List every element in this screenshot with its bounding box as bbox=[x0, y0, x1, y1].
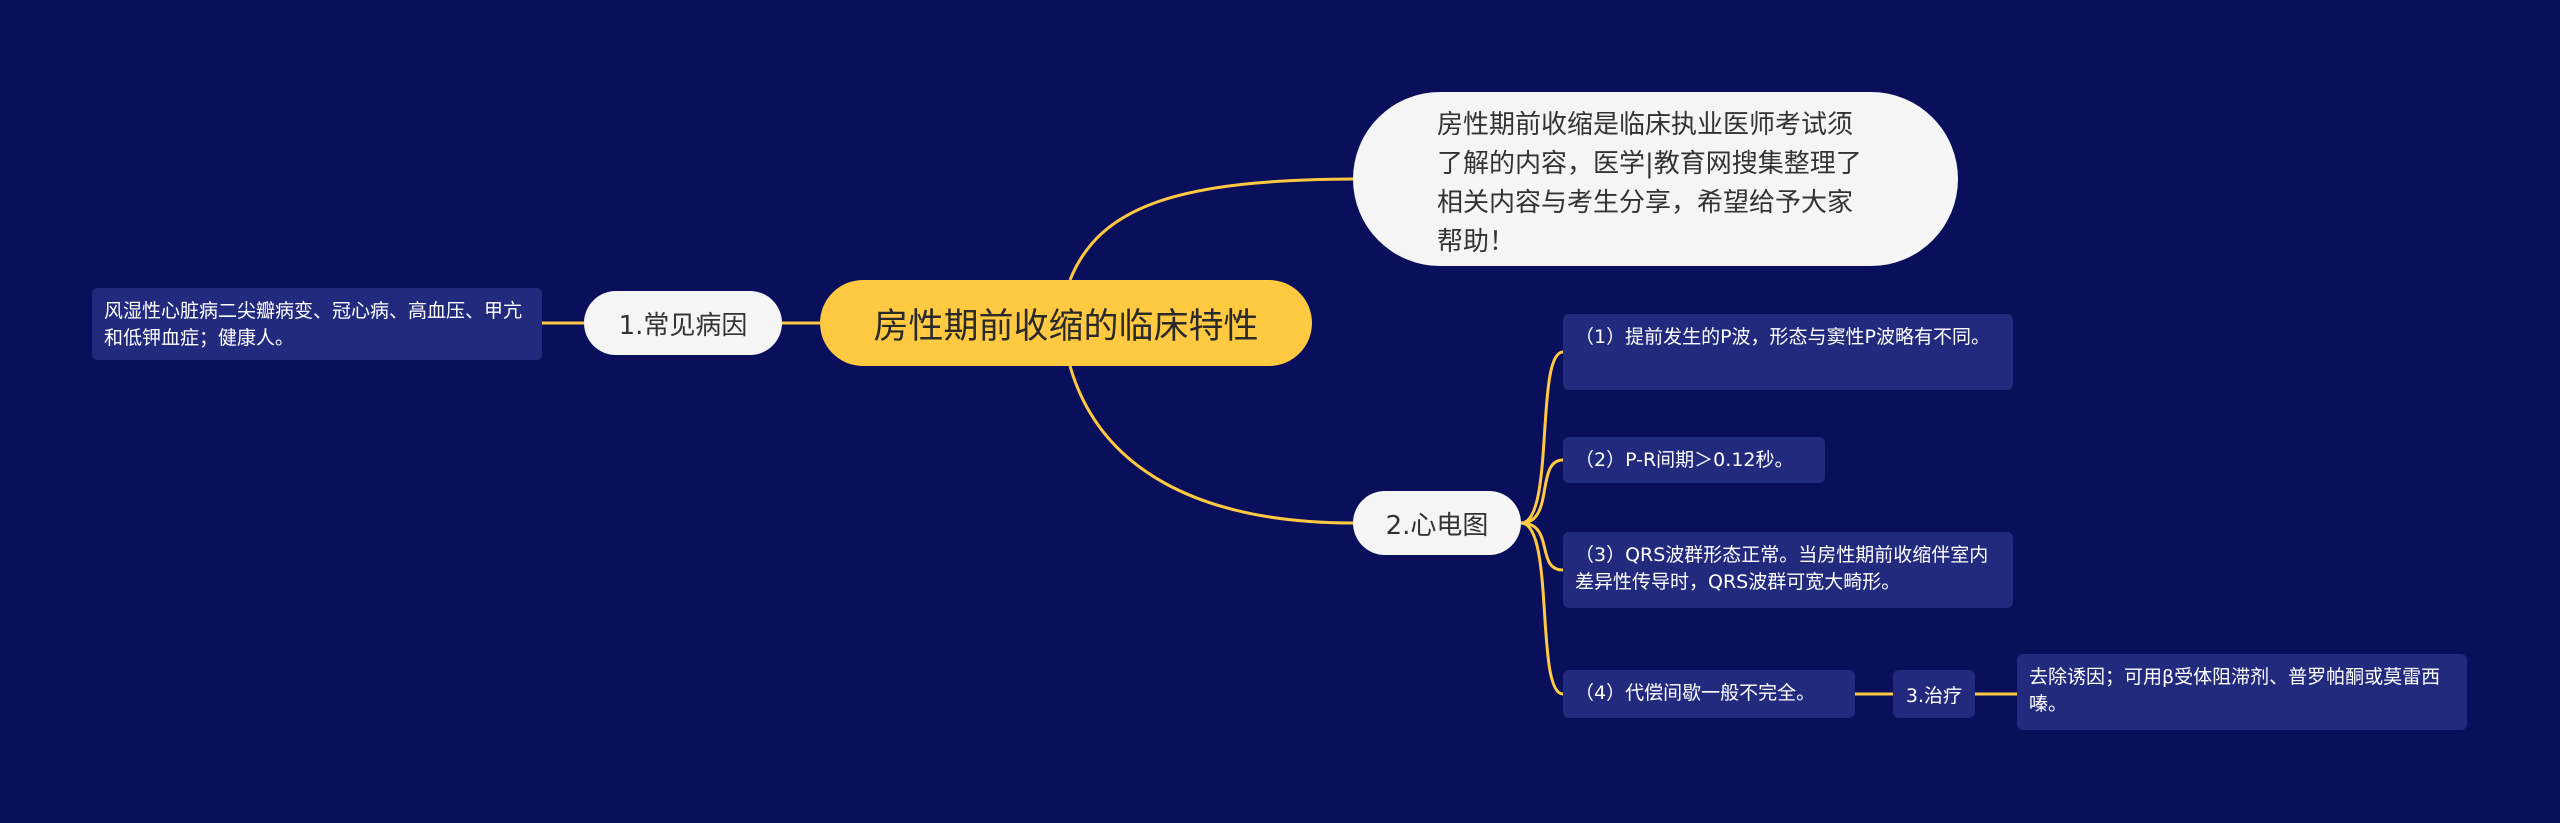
root-topic-label: 房性期前收缩的临床特性 bbox=[873, 306, 1259, 347]
connector-root-ecg bbox=[1068, 365, 1354, 525]
branch-causes-label: 1.常见病因 bbox=[618, 310, 748, 341]
connector-ecg-item-4 bbox=[1520, 521, 1564, 696]
ecg-item-2-text: （2）P-R间期＞0.12秒。 bbox=[1575, 449, 1794, 471]
ecg-item-2[interactable]: （2）P-R间期＞0.12秒。 bbox=[1563, 437, 1825, 483]
causes-detail[interactable]: 风湿性心脏病二尖瓣病变、冠心病、高血压、甲亢和低钾血症；健康人。 bbox=[92, 288, 542, 360]
root-topic[interactable]: 房性期前收缩的临床特性 bbox=[820, 280, 1312, 366]
ecg-item-3-text: （3）QRS波群形态正常。当房性期前收缩伴室内差异性传导时，QRS波群可宽大畸形… bbox=[1575, 544, 1989, 593]
treatment-detail[interactable]: 去除诱因；可用β受体阻滞剂、普罗帕酮或莫雷西嗪。 bbox=[2017, 654, 2467, 730]
branch-treatment-label: 3.治疗 bbox=[1905, 684, 1963, 707]
branch-ecg[interactable]: 2.心电图 bbox=[1353, 491, 1521, 555]
ecg-item-1-text: （1）提前发生的P波，形态与窦性P波略有不同。 bbox=[1575, 326, 1991, 348]
intro-note[interactable]: 房性期前收缩是临床执业医师考试须了解的内容，医学|教育网搜集整理了相关内容与考生… bbox=[1353, 92, 1958, 266]
connector-root-intro bbox=[1068, 177, 1354, 281]
connector-ecg-item-3 bbox=[1520, 521, 1564, 572]
ecg-item-1[interactable]: （1）提前发生的P波，形态与窦性P波略有不同。 bbox=[1563, 314, 2013, 390]
connector-ecg-item-2 bbox=[1520, 458, 1564, 525]
branch-ecg-label: 2.心电图 bbox=[1385, 510, 1489, 541]
ecg-item-4[interactable]: （4）代偿间歇一般不完全。 bbox=[1563, 670, 1855, 718]
branch-treatment[interactable]: 3.治疗 bbox=[1893, 670, 1975, 718]
ecg-item-4-text: （4）代偿间歇一般不完全。 bbox=[1575, 682, 1816, 704]
branch-causes[interactable]: 1.常见病因 bbox=[584, 291, 782, 355]
intro-note-text: 房性期前收缩是临床执业医师考试须了解的内容，医学|教育网搜集整理了相关内容与考生… bbox=[1437, 110, 1862, 257]
treatment-detail-text: 去除诱因；可用β受体阻滞剂、普罗帕酮或莫雷西嗪。 bbox=[2029, 666, 2441, 715]
ecg-item-3[interactable]: （3）QRS波群形态正常。当房性期前收缩伴室内差异性传导时，QRS波群可宽大畸形… bbox=[1563, 532, 2013, 608]
causes-detail-text: 风湿性心脏病二尖瓣病变、冠心病、高血压、甲亢和低钾血症；健康人。 bbox=[104, 300, 523, 349]
connector-ecg-item-1 bbox=[1520, 350, 1564, 525]
